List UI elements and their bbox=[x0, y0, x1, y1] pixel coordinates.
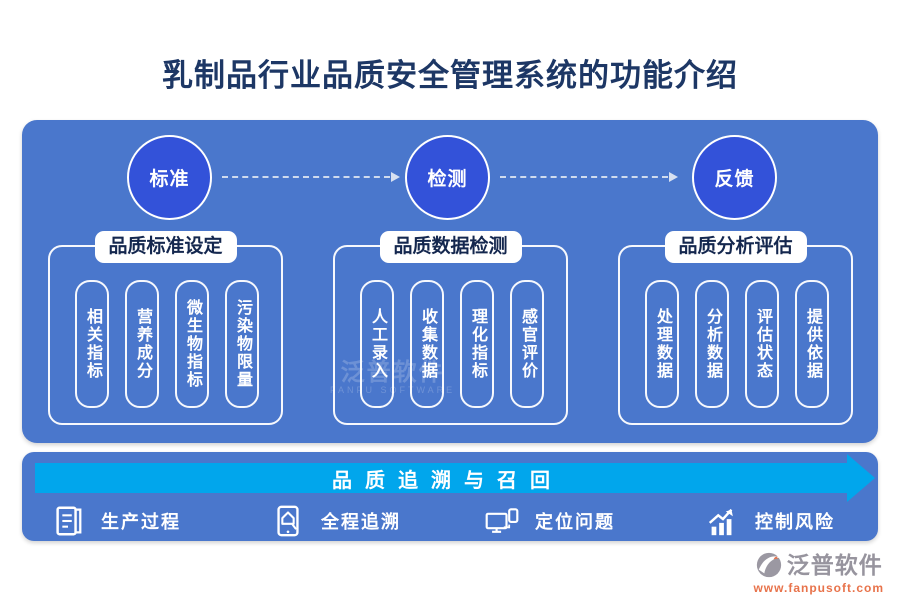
dashed-arrow-connector bbox=[500, 172, 678, 182]
flow-node-label: 检测 bbox=[427, 169, 468, 190]
list-item: 相关指标 bbox=[75, 280, 109, 408]
list-item: 感官评价 bbox=[510, 280, 544, 408]
section-quality-analysis-evaluation: 品质分析评估 处理数据 分析数据 评估状态 提供依据 bbox=[618, 231, 853, 425]
feature-locate-problems: 定位问题 bbox=[484, 501, 615, 541]
vendor-logo: 泛普软件 www.fanpusoft.com bbox=[753, 551, 884, 594]
flow-node-detection: 检测 bbox=[405, 135, 490, 220]
section-quality-data-detection: 品质数据检测 人工录入 收集数据 理化指标 感官评价 bbox=[333, 231, 568, 425]
document-icon bbox=[50, 503, 86, 539]
list-item: 理化指标 bbox=[460, 280, 494, 408]
page-title: 乳制品行业品质安全管理系统的功能介绍 bbox=[162, 58, 738, 93]
flow-node-label: 标准 bbox=[149, 169, 190, 190]
feature-label: 生产过程 bbox=[101, 512, 181, 532]
risk-chart-icon bbox=[704, 503, 740, 539]
list-item: 提供依据 bbox=[795, 280, 829, 408]
list-item: 分析数据 bbox=[695, 280, 729, 408]
feature-label: 全程追溯 bbox=[321, 512, 401, 532]
banner-label: 品质追溯与召回 bbox=[332, 469, 563, 492]
devices-icon bbox=[484, 503, 520, 539]
list-item: 污染物限量 bbox=[225, 280, 259, 408]
list-item: 收集数据 bbox=[410, 280, 444, 408]
flow-node-label: 反馈 bbox=[714, 169, 755, 190]
feature-label: 控制风险 bbox=[755, 512, 835, 532]
list-item: 人工录入 bbox=[360, 280, 394, 408]
logo-url: www.fanpusoft.com bbox=[753, 581, 884, 595]
feature-row: 生产过程 全程追溯 bbox=[22, 501, 878, 541]
feature-label: 定位问题 bbox=[535, 512, 615, 532]
list-item: 营养成分 bbox=[125, 280, 159, 408]
section-title: 品质分析评估 bbox=[664, 231, 807, 263]
quality-management-panel: 标准 检测 反馈 泛普软件 FANPU SOFTWARE 品质标准设定 相关指标… bbox=[22, 120, 878, 443]
logo-name: 泛普软件 bbox=[786, 551, 883, 578]
flow-node-standard: 标准 bbox=[127, 135, 212, 220]
dashed-arrow-connector bbox=[222, 172, 400, 182]
traceability-banner-arrow: 品质追溯与召回 bbox=[35, 454, 875, 502]
feature-control-risks: 控制风险 bbox=[704, 501, 835, 541]
section-quality-standard-setting: 品质标准设定 相关指标 营养成分 微生物指标 污染物限量 bbox=[48, 231, 283, 425]
trace-device-icon bbox=[270, 503, 306, 539]
flow-node-feedback: 反馈 bbox=[692, 135, 777, 220]
section-title: 品质数据检测 bbox=[379, 231, 522, 263]
feature-production-process: 生产过程 bbox=[50, 501, 181, 541]
section-title: 品质标准设定 bbox=[94, 231, 237, 263]
list-item: 微生物指标 bbox=[175, 280, 209, 408]
fanpu-logo-icon bbox=[755, 551, 783, 579]
list-item: 处理数据 bbox=[645, 280, 679, 408]
traceability-panel: 品质追溯与召回 生产过程 bbox=[22, 452, 878, 541]
list-item: 评估状态 bbox=[745, 280, 779, 408]
feature-full-traceability: 全程追溯 bbox=[270, 501, 401, 541]
